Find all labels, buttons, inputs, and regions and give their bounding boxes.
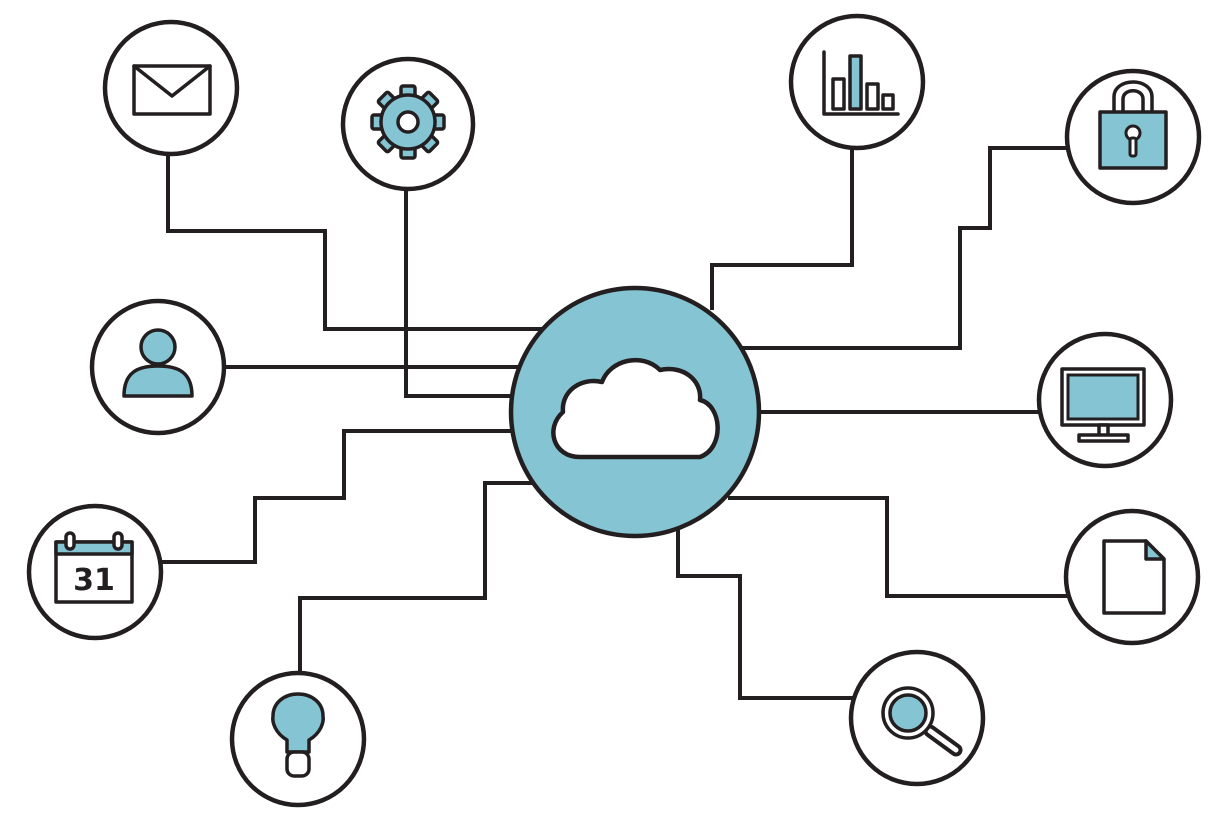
connector-calendar: [161, 429, 514, 564]
node-security: [1064, 68, 1202, 206]
connector-settings: [404, 188, 516, 398]
node-analytics: [788, 13, 926, 151]
bar-chart-icon: [822, 50, 900, 116]
cloud-hub: [508, 285, 762, 539]
calendar-icon: 31: [54, 531, 134, 604]
document-icon: [1102, 539, 1166, 615]
connector-document: [728, 496, 1068, 598]
node-calendar: 31: [26, 503, 164, 641]
node-search: [848, 649, 986, 787]
connector-security: [737, 146, 1068, 350]
connector-search: [676, 530, 856, 700]
connector-idea: [298, 481, 536, 675]
connector-mail: [166, 148, 546, 331]
node-settings: [340, 56, 476, 192]
calendar-day: 31: [73, 563, 115, 598]
node-user: [89, 298, 227, 436]
gear-icon: [370, 84, 446, 160]
monitor-icon: [1060, 367, 1146, 443]
node-document: [1063, 508, 1201, 646]
envelope-icon: [132, 64, 212, 116]
lightbulb-icon: [271, 692, 325, 778]
connectors: [161, 146, 1068, 700]
padlock-icon: [1098, 80, 1168, 170]
user-icon: [122, 328, 194, 398]
magnifier-icon: [881, 686, 963, 757]
node-idea: [229, 670, 367, 808]
cloud-icon: [551, 357, 720, 460]
node-mail: [102, 19, 240, 157]
connector-analytics: [710, 148, 854, 310]
node-display: [1036, 331, 1174, 469]
